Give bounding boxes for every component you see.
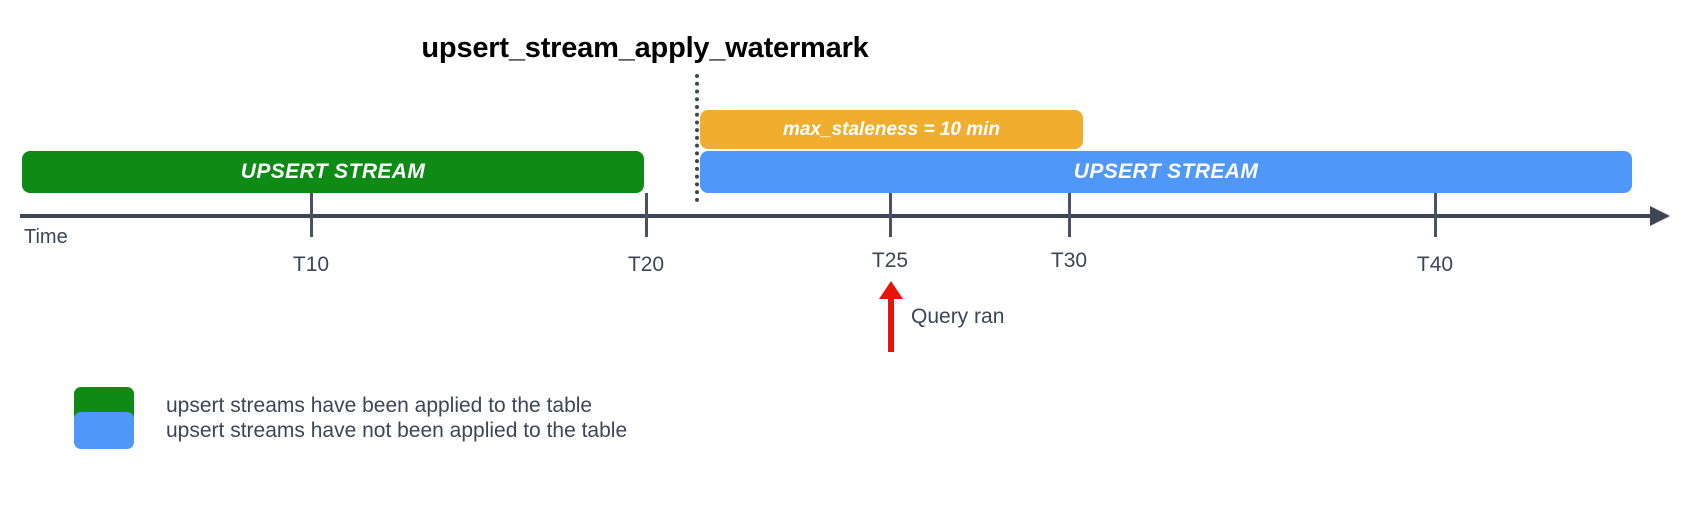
axis-tick-t30 — [1068, 193, 1071, 237]
axis-tick-label-t20: T20 — [627, 253, 665, 276]
query-ran-label: Query ran — [911, 305, 1005, 328]
applied-bar-label: UPSERT STREAM — [240, 160, 426, 183]
legend-label: upsert streams have been applied to the … — [166, 393, 593, 417]
axis-tick-t25 — [889, 193, 892, 237]
axis-tick-t40 — [1434, 193, 1437, 237]
watermark-dotted-line — [695, 74, 699, 202]
axis-tick-label-t10: T10 — [292, 253, 330, 276]
query-ran-arrow-icon — [879, 281, 903, 299]
upsert-stream-applied-bar: UPSERT STREAM — [22, 151, 644, 193]
query-ran-arrow-shaft — [888, 296, 894, 352]
axis-tick-t20 — [645, 193, 648, 237]
legend-item: upsert streams have not been applied to … — [74, 412, 627, 449]
legend-swatch — [74, 412, 134, 449]
max-staleness-badge: max_staleness = 10 min — [700, 110, 1083, 149]
axis-tick-label-t25: T25 — [871, 249, 909, 272]
time-axis-label: Time — [24, 226, 68, 248]
axis-tick-label-t40: T40 — [1416, 253, 1454, 276]
axis-tick-label-t30: T30 — [1050, 249, 1088, 272]
time-axis-arrow-icon — [1650, 206, 1670, 226]
upsert-stream-not-applied-bar: UPSERT STREAM — [700, 151, 1632, 193]
time-axis-line — [20, 214, 1665, 218]
page-title: upsert_stream_apply_watermark — [421, 32, 869, 64]
max-staleness-label: max_staleness = 10 min — [782, 118, 1001, 140]
axis-tick-t10 — [310, 193, 313, 237]
legend-label: upsert streams have not been applied to … — [166, 418, 628, 442]
not-applied-bar-label: UPSERT STREAM — [1073, 160, 1259, 183]
